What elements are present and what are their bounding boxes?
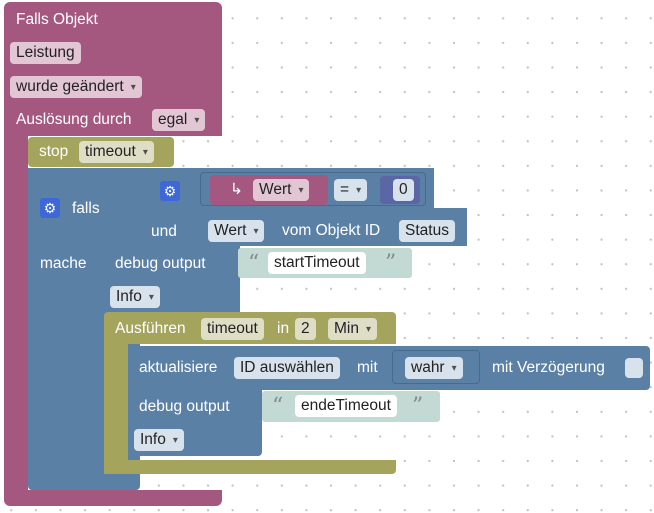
stop-timeout-dropdown[interactable]: timeout [79, 141, 154, 163]
if-falls-label: falls [72, 200, 100, 217]
event-title: Falls Objekt [16, 11, 98, 28]
timeout-label: Ausführen [115, 320, 186, 337]
and-label: und [151, 223, 177, 240]
update-label: aktualisiere [139, 359, 218, 376]
event-block-spine [4, 136, 28, 496]
and-gear-icon[interactable]: ⚙ [160, 181, 180, 201]
update-value-dropdown[interactable]: wahr [405, 357, 463, 379]
falls-gear-icon[interactable]: ⚙ [40, 198, 60, 218]
timeout-unit-dropdown[interactable]: Min [328, 318, 378, 340]
getstate-label: vom Objekt ID [282, 222, 381, 239]
open-quote-icon: “ [272, 394, 284, 419]
debug2-level-dropdown[interactable]: Info [134, 429, 184, 451]
state-id-field[interactable]: Status [399, 220, 455, 242]
timeout-in-label: in [277, 320, 290, 337]
debug1-label: debug output [115, 255, 206, 272]
update-delay-label: mit Verzögerung [492, 359, 605, 376]
update-id-field[interactable]: ID auswählen [234, 357, 340, 379]
object-id-field[interactable]: Leistung [10, 42, 81, 64]
close-quote-icon: ” [412, 394, 424, 419]
stop-label: stop [39, 143, 69, 160]
debug2-label: debug output [139, 398, 230, 415]
timeout-block-spine [104, 344, 128, 474]
variable-arrow-icon: ↳ [230, 181, 243, 198]
close-quote-icon: ” [385, 251, 397, 276]
open-quote-icon: “ [248, 251, 260, 276]
event-block-footer [4, 490, 222, 506]
variable-dropdown[interactable]: Wert [253, 179, 310, 201]
timeout-block-footer [104, 460, 396, 474]
debug2-text-field[interactable]: endeTimeout [295, 395, 397, 417]
debug1-text-field[interactable]: startTimeout [268, 252, 366, 274]
debug1-level-dropdown[interactable]: Info [110, 286, 160, 308]
delay-checkbox[interactable] [625, 358, 643, 378]
if-mache-label: mache [40, 255, 87, 272]
number-field[interactable]: 0 [393, 179, 414, 201]
operator-dropdown[interactable]: = [334, 179, 368, 201]
trigger-label: Auslösung durch [16, 111, 132, 128]
condition-dropdown[interactable]: wurde geändert [10, 76, 142, 98]
trigger-dropdown[interactable]: egal [152, 109, 206, 131]
timeout-name-field[interactable]: timeout [201, 318, 264, 340]
timeout-value-field[interactable]: 2 [295, 318, 316, 340]
state-attribute-dropdown[interactable]: Wert [208, 220, 265, 242]
update-with-label: mit [357, 359, 378, 376]
update-block[interactable] [128, 346, 650, 390]
